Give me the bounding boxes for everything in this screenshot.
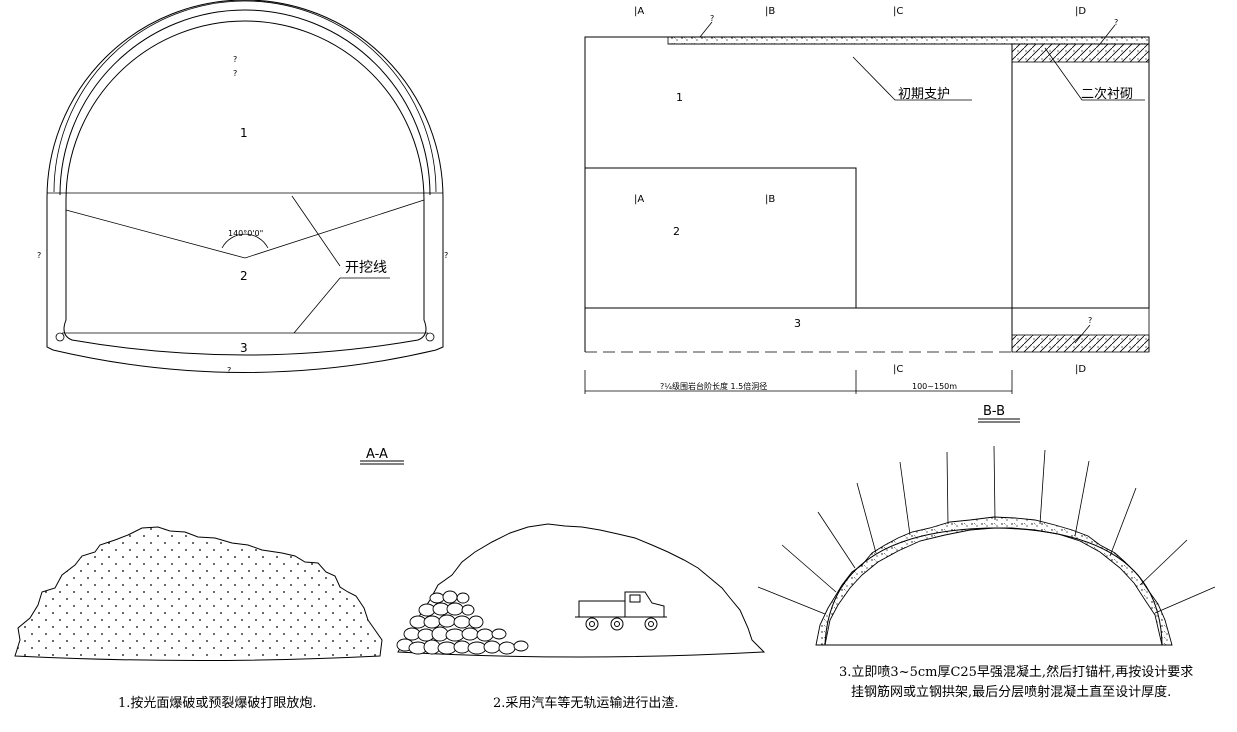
aa-outer-arch-2 [53,0,437,193]
aa-leader-line-1 [291,195,341,267]
bb-q-support: ? [710,14,714,23]
aa-q-left: ? [37,251,41,260]
aa-q-right: ? [444,251,448,260]
aa-inner-arch [59,9,431,196]
section-bb-drawing [584,21,1150,423]
bb-marker-a2: |A [634,194,644,205]
aa-corner-right [425,332,435,342]
aa-core-v-line [65,199,425,259]
bb-region-3: 3 [794,317,801,330]
bb-marker-b2: |B [765,194,775,205]
bb-outer-frame [584,36,1150,309]
aa-angle-label: 140°0'0" [228,229,263,238]
step3-caption-line1: 3.立即喷3~5cm厚C25早强混凝土,然后打锚杆,再按设计要求 [839,664,1193,680]
step3-caption-line2: 挂钢筋网或立钢拱架,最后分层喷射混凝土直至设计厚度. [851,684,1171,700]
bb-region-1: 1 [676,91,683,104]
bb-marker-b: |B [765,6,775,17]
aa-q-top: ? [233,55,237,64]
bb-q-lining: ? [1114,18,1118,27]
step3-rock-bolts [757,445,1216,615]
aa-inner-arch-2 [63,20,427,356]
bb-secondary-lining-bottom [1011,334,1150,353]
bb-leader-lining [1044,47,1145,101]
bb-marker-a: |A [634,6,644,17]
bb-initial-support-label: 初期支护 [898,87,950,102]
step3-shotcrete-layer [815,516,1173,646]
bb-initial-support-strip [667,36,1150,45]
bb-region-2: 2 [673,225,680,238]
step1-caption: 1.按光面爆破或预裂爆破打眼放炮. [118,696,317,711]
bb-dim-range-label: 100~150m [912,382,957,391]
step2-dump-truck [575,591,667,631]
step-1-drawing [14,526,383,661]
step2-caption: 2.采用汽车等无轨运输进行出渣. [493,695,679,711]
bb-q-leader-3 [1074,324,1091,344]
aa-title: A-A [366,447,388,462]
section-aa-drawing [46,0,444,465]
bb-marker-c: |C [893,6,903,17]
aa-angle-arc [221,233,269,249]
aa-outer-arch [46,0,444,373]
bb-title: B-B [983,404,1005,419]
bb-q-bottom: ? [1088,316,1092,325]
step2-muck-pile [396,590,529,655]
bb-leader-support [852,56,972,101]
bb-marker-d-bottom: |D [1075,364,1086,375]
aa-region-1: 1 [240,126,248,140]
bb-secondary-lining-label: 二次衬砌 [1081,86,1133,102]
bb-q-leader-1 [699,21,713,38]
aa-q-bottom: ? [227,366,231,375]
bb-dim-bench-label: ?¼级围岩台阶长度 1.5倍洞径 [660,381,767,391]
bb-marker-d: |D [1075,6,1086,17]
step2-tunnel-outline [397,523,766,658]
aa-corner-left [55,332,65,342]
bb-marker-c-bottom: |C [893,364,903,375]
step-2-drawing [396,523,766,658]
bb-q-leader-2 [1099,24,1116,45]
step3-inner-arch [824,527,1163,646]
bb-bench-2-box [585,167,857,308]
bb-secondary-lining-top [1011,43,1150,63]
step-3-drawing [757,445,1216,646]
aa-region-3: 3 [240,341,248,355]
aa-excavation-line-label: 开挖线 [345,260,387,276]
aa-region-2: 2 [240,269,248,283]
aa-q-top2: ? [233,69,237,78]
step1-blast-face [14,526,383,661]
aa-leader-line-2 [293,277,390,334]
